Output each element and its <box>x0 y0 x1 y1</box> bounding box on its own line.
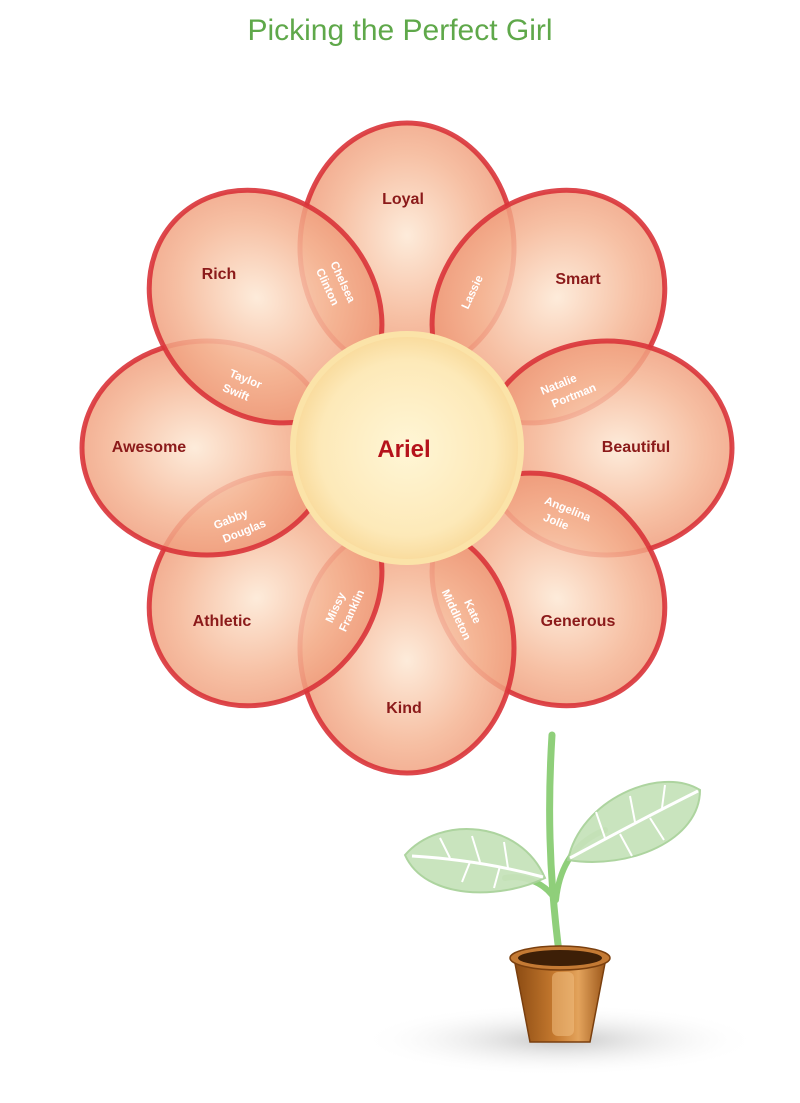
petal-label-awesome: Awesome <box>112 439 187 456</box>
petal-label-rich: Rich <box>202 266 237 283</box>
petal-label-beautiful: Beautiful <box>602 439 670 456</box>
center-label: Ariel <box>377 436 430 463</box>
petal-label-kind: Kind <box>386 700 422 717</box>
petals <box>79 120 735 776</box>
leaf-left <box>403 828 547 894</box>
leaf-right <box>566 780 702 863</box>
stem <box>546 731 564 964</box>
petal-label-smart: Smart <box>555 271 601 288</box>
diagram-title: Picking the Perfect Girl <box>247 14 553 47</box>
flower-pot <box>509 945 611 1043</box>
petal-label-generous: Generous <box>541 613 616 630</box>
center-circle <box>290 331 524 565</box>
petal-label-loyal: Loyal <box>382 191 424 208</box>
petal-label-athletic: Athletic <box>193 613 252 630</box>
